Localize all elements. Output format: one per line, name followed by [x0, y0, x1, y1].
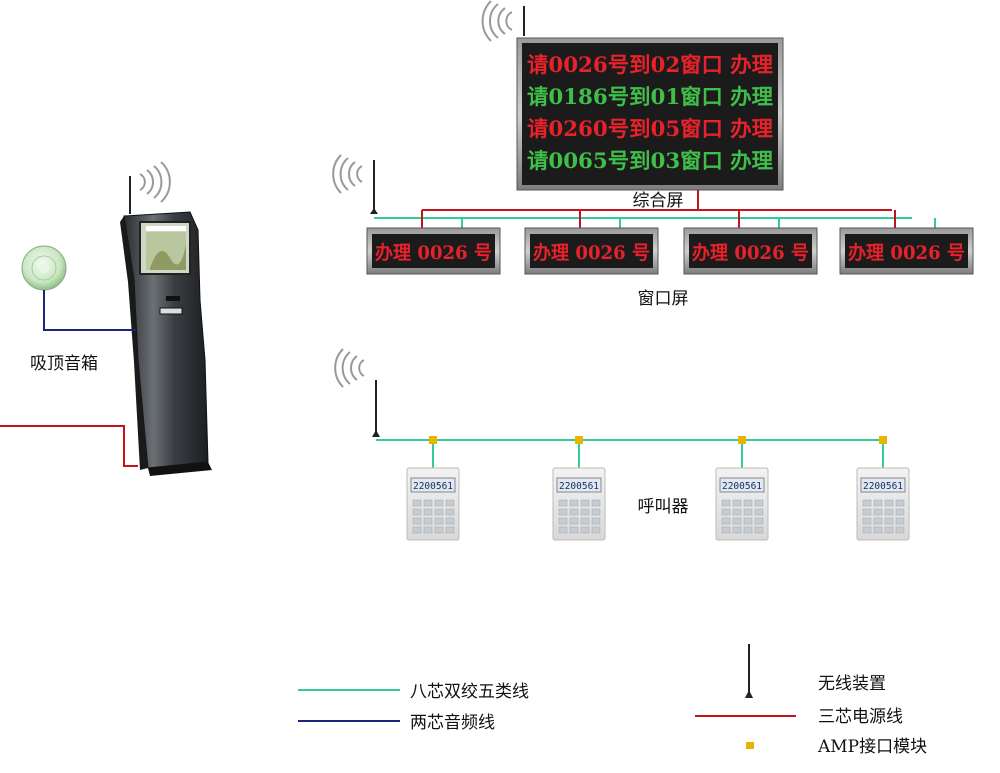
legend-power-label: 三芯电源线 — [818, 707, 903, 727]
ceiling-speaker — [21, 245, 67, 291]
amp-module — [429, 436, 437, 444]
window-screen-text: 办理 0026 号 — [375, 241, 492, 264]
caller-devices: 2200561 2200561 2200561 2200561 — [406, 436, 910, 541]
legend-cat5-label: 八芯双绞五类线 — [410, 682, 529, 702]
legend-audio-label: 两芯音频线 — [410, 713, 495, 733]
main-screen-label: 综合屏 — [633, 191, 684, 211]
legend-amp-label: AMP接口模块 — [817, 737, 927, 757]
legend-wireless-icon — [745, 644, 753, 698]
wireless-antenna-icon — [334, 348, 380, 437]
window-screen: 办理 0026 号 — [683, 227, 818, 275]
window-bus-wiring — [374, 190, 936, 228]
amp-module — [738, 436, 746, 444]
caller-keypad: 2200561 — [856, 436, 910, 541]
caller-label: 呼叫器 — [638, 497, 689, 517]
amp-module — [575, 436, 583, 444]
caller-keypad: 2200561 — [406, 436, 460, 541]
ticket-kiosk — [120, 161, 212, 476]
caller-keypad: 2200561 — [552, 436, 606, 541]
main-screen-line: 请0260号到05窗口 办理 — [527, 116, 773, 141]
window-screens-label: 窗口屏 — [638, 289, 689, 309]
window-screen: 办理 0026 号 — [366, 227, 501, 275]
main-screen-line: 请0186号到01窗口 办理 — [527, 84, 773, 109]
wireless-antenna-icon — [332, 154, 378, 214]
window-screen-text: 办理 0026 号 — [692, 241, 809, 264]
audio-line — [43, 290, 136, 331]
legend: 八芯双绞五类线 两芯音频线 无线装置 三芯电源线 AMP接口模块 — [298, 644, 927, 757]
window-screen: 办理 0026 号 — [839, 227, 974, 275]
caller-display: 2200561 — [413, 481, 453, 492]
kiosk-power-line — [0, 425, 138, 467]
window-screen-text: 办理 0026 号 — [848, 241, 965, 264]
main-screen-line: 请0065号到03窗口 办理 — [527, 148, 773, 173]
caller-keypad: 2200561 — [715, 436, 769, 541]
amp-module — [879, 436, 887, 444]
legend-wireless-label: 无线装置 — [818, 674, 886, 694]
legend-amp-swatch — [746, 742, 754, 749]
window-screens: 办理 0026 号 办理 0026 号 办理 0026 号 办理 0026 号 — [366, 227, 974, 275]
window-screen: 办理 0026 号 — [524, 227, 659, 275]
caller-display: 2200561 — [863, 481, 903, 492]
main-screen-line: 请0026号到02窗口 办理 — [527, 52, 773, 77]
speaker-label: 吸顶音箱 — [30, 354, 98, 374]
caller-display: 2200561 — [559, 481, 599, 492]
window-screen-text: 办理 0026 号 — [533, 241, 650, 264]
caller-display: 2200561 — [722, 481, 762, 492]
wireless-antenna-icon — [481, 0, 525, 42]
